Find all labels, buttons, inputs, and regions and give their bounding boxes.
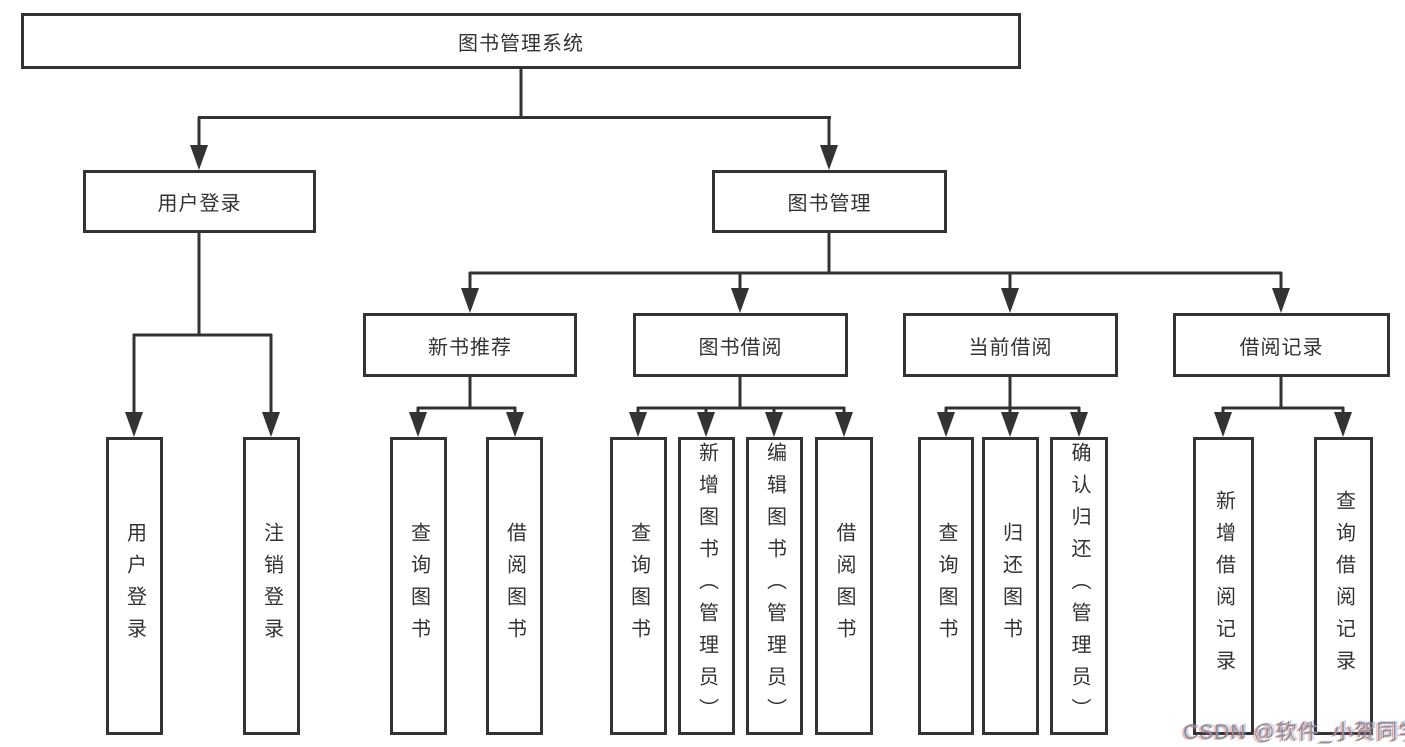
leaf-borrow-books-newrec: 借阅图书 [486, 437, 543, 735]
leaf-query-books-newrec-label: 查询图书 [407, 522, 430, 650]
csdn-watermark: CSDN @软件_小贺同学 [1183, 721, 1405, 744]
leaf-add-book-admin: 新增图书（管理员） [678, 437, 735, 735]
node-borrow-records: 借阅记录 [1173, 313, 1390, 377]
node-root: 图书管理系统 [21, 13, 1021, 69]
node-user-login: 用户登录 [83, 170, 316, 233]
leaf-query-books-borrow: 查询图书 [610, 437, 667, 735]
leaf-logout: 注销登录 [243, 437, 300, 735]
leaf-confirm-return-admin-label: 确认归还（管理员） [1068, 442, 1090, 730]
leaf-query-books-current-label: 查询图书 [935, 522, 957, 650]
leaf-borrow-books-newrec-label: 借阅图书 [503, 522, 526, 650]
arrowheads [125, 145, 1352, 437]
leaf-confirm-return-admin: 确认归还（管理员） [1050, 437, 1108, 735]
node-book-management: 图书管理 [712, 170, 947, 233]
leaf-return-book: 归还图书 [982, 437, 1039, 735]
leaf-borrow-books-borrow: 借阅图书 [815, 437, 873, 735]
node-book-borrow: 图书借阅 [633, 313, 848, 377]
leaf-query-books-newrec: 查询图书 [390, 437, 447, 735]
leaf-query-borrow-record: 查询借阅记录 [1314, 437, 1373, 735]
leaf-edit-book-admin-label: 编辑图书（管理员） [763, 442, 786, 730]
leaf-query-borrow-record-label: 查询借阅记录 [1332, 490, 1355, 682]
leaf-add-book-admin-label: 新增图书（管理员） [695, 442, 718, 730]
leaf-add-borrow-record-label: 新增借阅记录 [1212, 490, 1235, 682]
node-current-borrow: 当前借阅 [903, 313, 1118, 377]
leaf-user-login-label: 用户登录 [123, 522, 146, 650]
leaf-return-book-label: 归还图书 [999, 522, 1022, 650]
leaf-query-books-current: 查询图书 [918, 437, 974, 735]
leaf-add-borrow-record: 新增借阅记录 [1193, 437, 1254, 735]
leaf-logout-label: 注销登录 [260, 522, 283, 650]
leaf-edit-book-admin: 编辑图书（管理员） [746, 437, 803, 735]
leaf-user-login: 用户登录 [106, 437, 163, 735]
leaf-borrow-books-borrow-label: 借阅图书 [833, 522, 855, 650]
node-new-book-recommend: 新书推荐 [363, 313, 577, 377]
leaf-query-books-borrow-label: 查询图书 [627, 522, 650, 650]
